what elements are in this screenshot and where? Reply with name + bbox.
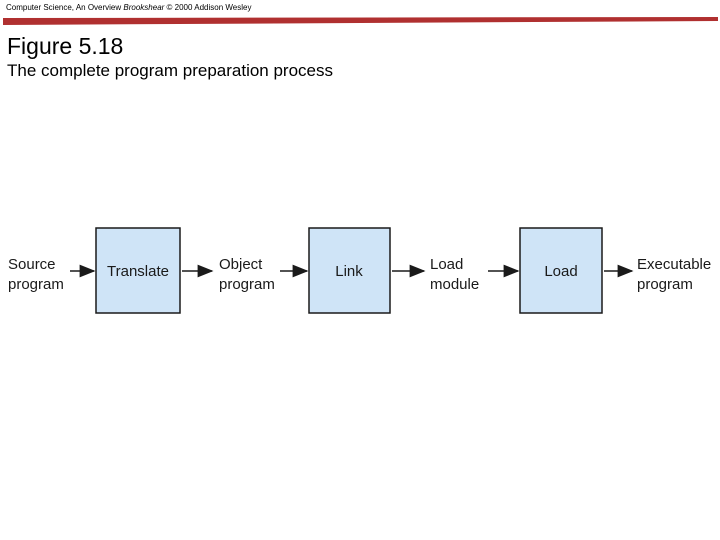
translate-box: Translate [95,227,181,314]
figure-caption: The complete program preparation process [7,61,333,80]
link-label: Link [335,263,363,280]
header-suffix: © 2000 Addison Wesley [164,3,252,12]
slide-header: Computer Science, An Overview Brookshear… [6,3,251,12]
header-edition: Brookshear [123,3,165,12]
svg-text:Source: Source [8,256,56,273]
svg-text:module: module [430,276,479,293]
svg-text:Object: Object [219,256,263,273]
figure-title: Figure 5.18 [7,33,124,59]
translate-label: Translate [107,263,169,280]
svg-text:program: program [637,276,693,293]
svg-text:program: program [8,276,64,293]
load-module-label: Load module [430,256,479,293]
load-label: Load [544,263,577,280]
object-program-label: Object program [219,256,275,293]
source-program-label: Source program [8,256,64,293]
svg-text:Executable: Executable [637,256,711,273]
program-preparation-diagram: Translate Link Load Source program Objec… [8,227,711,314]
header-prefix: Computer Science, An Overview [6,3,124,12]
header-rule [3,17,718,25]
svg-text:Load: Load [430,256,463,273]
executable-program-label: Executable program [637,256,711,293]
svg-text:program: program [219,276,275,293]
link-box: Link [308,227,391,314]
load-box: Load [519,227,603,314]
